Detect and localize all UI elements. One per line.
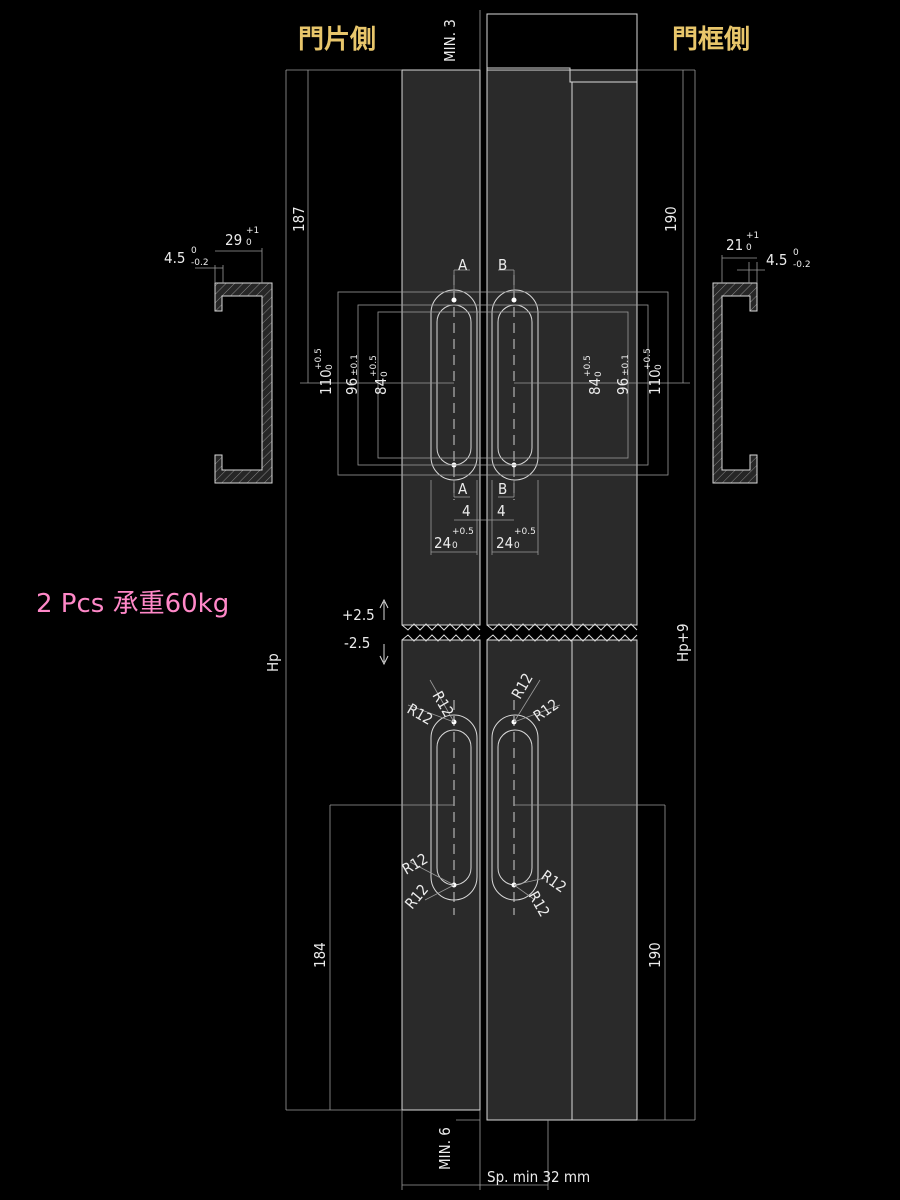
- dim-24-left: 24: [434, 534, 451, 552]
- tol-21-upper: +1: [746, 231, 759, 241]
- dim-21: 21: [726, 236, 743, 254]
- tol-24-right-upper: +0.5: [514, 527, 536, 537]
- tol-110-right-lower: 0: [654, 364, 664, 370]
- dim-187: 187: [290, 206, 308, 232]
- tol-84-right-upper: +0.5: [583, 355, 593, 377]
- dim-110-right: 110: [646, 369, 664, 395]
- section-a-top: A: [458, 256, 468, 274]
- tol-96-right: ±0.1: [621, 354, 631, 376]
- door-leaf: [401, 69, 481, 1111]
- dim-184: 184: [311, 942, 329, 968]
- dim-84-right: 84: [586, 378, 604, 395]
- tol-24-left-lower: 0: [452, 541, 458, 551]
- spacing-label: Sp. min 32 mm: [487, 1168, 590, 1186]
- hp-label: Hp: [264, 653, 282, 672]
- dim-4-5-left: 4.5: [164, 249, 185, 267]
- tol-4-5-left-lower: -0.2: [191, 258, 209, 268]
- door-side-title: 門片側: [298, 25, 376, 55]
- dim-96-right: 96: [614, 378, 632, 395]
- dim-190-bottom: 190: [646, 942, 664, 968]
- dim-190-top: 190: [662, 206, 680, 232]
- adjust-plus: +2.5: [342, 606, 375, 624]
- tol-84-left-upper: +0.5: [369, 355, 379, 377]
- tol-21-lower: 0: [746, 243, 752, 253]
- min3-label: MIN. 3: [441, 19, 459, 62]
- tol-110-left-upper: +0.5: [314, 348, 324, 370]
- section-profile-frame: [712, 255, 765, 484]
- hp9-label: Hp+9: [674, 623, 692, 662]
- min6-label: MIN. 6: [436, 1127, 454, 1170]
- load-rating-label: 2 Pcs 承重60kg: [36, 589, 229, 619]
- dimension-lines: [285, 10, 696, 1190]
- tol-4-5-right-upper: 0: [793, 248, 799, 258]
- dim-96-left: 96: [343, 378, 361, 395]
- section-profile-door: [195, 248, 273, 484]
- tol-4-5-left-upper: 0: [191, 246, 197, 256]
- dim-29: 29: [225, 231, 242, 249]
- tol-29-upper: +1: [246, 226, 259, 236]
- tol-4-5-right-lower: -0.2: [793, 260, 811, 270]
- adjust-minus: -2.5: [344, 634, 370, 652]
- tol-29-lower: 0: [246, 238, 252, 248]
- frame-side-title: 門框側: [672, 25, 750, 55]
- tol-24-left-upper: +0.5: [452, 527, 474, 537]
- tol-84-left-lower: 0: [380, 371, 390, 377]
- dim-24-right: 24: [496, 534, 513, 552]
- dim-4-right: 4: [497, 502, 506, 520]
- section-b-bottom: B: [498, 480, 507, 498]
- tol-24-right-lower: 0: [514, 541, 520, 551]
- tol-96-left: ±0.1: [350, 354, 360, 376]
- tol-110-right-upper: +0.5: [643, 348, 653, 370]
- door-frame: [486, 13, 638, 1121]
- dim-4-5-right: 4.5: [766, 251, 787, 269]
- tol-84-right-lower: 0: [594, 371, 604, 377]
- dim-110-left: 110: [317, 369, 335, 395]
- dim-84-left: 84: [372, 378, 390, 395]
- section-b-top: B: [498, 256, 507, 274]
- tol-110-left-lower: 0: [325, 364, 335, 370]
- section-a-bottom: A: [458, 480, 468, 498]
- dim-4-left: 4: [462, 502, 471, 520]
